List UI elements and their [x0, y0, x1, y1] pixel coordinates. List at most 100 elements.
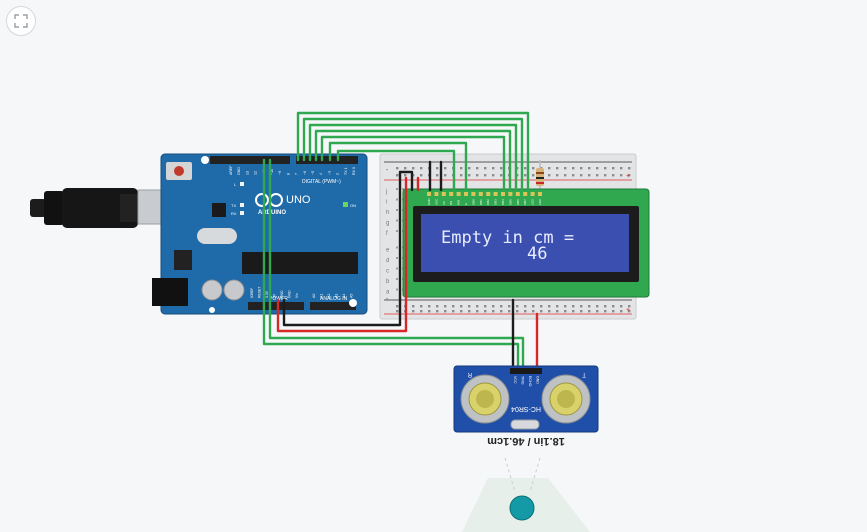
wire[interactable]	[276, 176, 408, 333]
analog-pin-label: A3	[335, 294, 339, 298]
wire[interactable]	[328, 141, 468, 192]
wire[interactable]	[320, 135, 506, 192]
breadboard-hole	[556, 310, 559, 313]
breadboard-hole	[420, 167, 423, 170]
row-letter: b	[386, 279, 390, 285]
lcd-pin	[530, 192, 535, 196]
breadboard-hole	[468, 305, 471, 308]
rail-plus-bottom: +	[626, 307, 630, 314]
lcd-pin-label: DB7	[523, 199, 527, 205]
lcd-pin-label: RW	[457, 200, 461, 205]
digital-pin-label: GND	[237, 167, 241, 175]
breadboard-hole	[516, 305, 519, 308]
breadboard-hole	[580, 174, 583, 177]
digital-pin-label: 4	[319, 173, 323, 175]
wire[interactable]	[268, 158, 525, 368]
breadboard-hole	[548, 167, 551, 170]
breadboard-hole	[628, 174, 631, 177]
digital-pin-label: AREF	[229, 165, 233, 175]
digital-pin-label: 7	[295, 173, 299, 175]
model-label: UNO	[286, 194, 311, 206]
lcd-pin	[441, 192, 446, 196]
wire[interactable]	[296, 111, 530, 192]
fullscreen-button[interactable]	[6, 6, 36, 36]
power-pin-label: 5V	[273, 293, 277, 298]
breadboard-hole	[556, 305, 559, 308]
lcd-pin	[523, 192, 528, 196]
breadboard-hole	[572, 310, 575, 313]
power-pin-label: IOREF	[250, 288, 254, 298]
breadboard-hole	[396, 257, 398, 259]
power-pin-label: GND	[280, 290, 284, 298]
breadboard-hole	[396, 188, 398, 190]
breadboard-hole	[484, 305, 487, 308]
wire[interactable]	[314, 129, 512, 192]
wire[interactable]	[262, 158, 520, 368]
wire[interactable]	[308, 123, 518, 192]
row-letter: d	[386, 258, 389, 264]
resistor[interactable]	[536, 160, 544, 192]
breadboard-hole	[436, 310, 439, 313]
sensor-left-mark: R	[467, 371, 472, 377]
led-rx-label: RX	[231, 211, 237, 216]
breadboard-hole	[524, 174, 527, 177]
row-letter: i	[386, 200, 387, 206]
brand-label: ARDUINO	[258, 210, 286, 216]
breadboard-hole	[596, 174, 599, 177]
breadboard-hole	[612, 305, 615, 308]
breadboard-hole	[500, 174, 503, 177]
breadboard-hole	[484, 167, 487, 170]
lcd-pin-label: RS	[449, 201, 453, 205]
analog-header: ANALOG IN	[320, 296, 348, 302]
breadboard-hole	[436, 305, 439, 308]
wire[interactable]	[336, 149, 456, 192]
digital-pin-label: 12	[254, 171, 258, 175]
breadboard-hole	[436, 174, 439, 177]
breadboard-hole	[396, 230, 398, 232]
breadboard-hole	[396, 246, 398, 249]
analog-pin-label: A2	[327, 294, 331, 298]
arduino-uno[interactable]: ARDUINO UNO DIGITAL (PWM~) POWER ANALOG …	[152, 153, 368, 315]
crystal	[510, 419, 540, 430]
breadboard-hole	[516, 167, 519, 170]
breadboard-hole	[420, 310, 423, 313]
wire[interactable]	[282, 170, 414, 327]
breadboard-hole	[628, 305, 631, 308]
lcd-pin-label: LED	[531, 198, 535, 205]
row-letter: e	[386, 248, 390, 254]
breadboard-hole	[604, 310, 607, 313]
transmitter-transducer	[541, 374, 591, 424]
breadboard-hole	[476, 305, 479, 308]
analog-pin-label: A4	[342, 294, 346, 298]
breadboard-hole	[588, 310, 591, 313]
row-letter: c	[386, 269, 389, 275]
breadboard-hole	[444, 167, 447, 170]
breadboard-hole	[548, 174, 551, 177]
breadboard-hole	[396, 267, 398, 270]
reset-button[interactable]	[174, 166, 184, 176]
breadboard-hole	[476, 167, 479, 170]
digital-pin-label: 13	[245, 171, 249, 175]
breadboard-hole	[596, 167, 599, 170]
usb-cable	[30, 188, 140, 228]
breadboard-hole	[444, 310, 447, 313]
breadboard-hole	[516, 174, 519, 177]
breadboard-hole	[612, 167, 615, 170]
breadboard-hole	[604, 174, 607, 177]
wire[interactable]	[302, 117, 524, 192]
distance-target[interactable]	[509, 495, 535, 521]
breadboard-hole	[564, 167, 567, 170]
digital-header: DIGITAL (PWM~)	[302, 179, 341, 185]
on-label: ON	[350, 203, 356, 208]
breadboard-hole	[532, 174, 535, 177]
power-pin-label: Vin	[295, 293, 299, 298]
wires[interactable]	[262, 111, 539, 368]
breadboard-hole	[612, 174, 615, 177]
breadboard-hole	[452, 305, 455, 308]
breadboard-hole	[564, 310, 567, 313]
breadboard-hole	[628, 310, 631, 313]
breadboard-hole	[460, 167, 463, 170]
